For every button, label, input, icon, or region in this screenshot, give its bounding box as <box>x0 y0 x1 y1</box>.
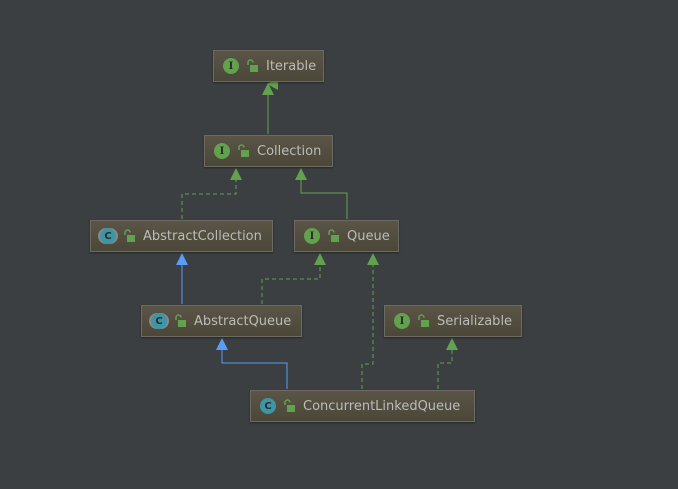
node-label: Queue <box>347 228 390 244</box>
node-iterable[interactable]: I Iterable <box>213 50 324 82</box>
arrow-head <box>216 338 228 350</box>
public-lock-icon <box>328 229 339 242</box>
public-lock-icon <box>175 314 186 327</box>
abstract-class-icon: C <box>151 313 167 329</box>
edge-clq-extends-abstractqueue <box>221 339 288 389</box>
public-lock-icon <box>418 314 429 327</box>
interface-icon: I <box>223 58 239 74</box>
node-label: AbstractQueue <box>194 313 292 329</box>
edge-clq-implements-serializable <box>437 339 453 389</box>
node-collection[interactable]: I Collection <box>204 135 333 167</box>
node-label: Collection <box>257 143 322 159</box>
edge-abstractqueue-implements-queue <box>261 254 321 304</box>
node-label: Iterable <box>266 58 317 74</box>
node-label: Serializable <box>437 313 513 329</box>
arrow-head <box>295 168 307 180</box>
public-lock-icon <box>247 59 258 72</box>
arrow-head <box>262 83 274 95</box>
node-label: ConcurrentLinkedQueue <box>303 398 461 414</box>
public-lock-icon <box>124 229 135 242</box>
public-lock-icon <box>284 399 295 412</box>
node-concurrent-linked-queue[interactable]: C ConcurrentLinkedQueue <box>250 390 475 422</box>
node-abstract-collection[interactable]: C AbstractCollection <box>90 220 273 252</box>
node-queue[interactable]: I Queue <box>294 220 399 252</box>
interface-icon: I <box>214 143 230 159</box>
node-label: AbstractCollection <box>143 228 262 244</box>
arrowheads <box>176 83 458 350</box>
abstract-class-icon: C <box>100 228 116 244</box>
arrow-head <box>176 253 188 265</box>
class-icon: C <box>260 398 276 414</box>
interface-icon: I <box>304 228 320 244</box>
interface-icon: I <box>394 313 410 329</box>
public-lock-icon <box>238 144 249 157</box>
edge-clq-implements-queue <box>361 254 374 389</box>
node-abstract-queue[interactable]: C AbstractQueue <box>141 305 302 337</box>
arrow-head <box>446 338 458 350</box>
arrow-head <box>230 168 242 180</box>
edge-abstractcollection-implements-collection <box>181 169 237 219</box>
arrow-head <box>367 253 379 265</box>
edge-queue-extends-collection <box>300 169 348 219</box>
arrow-head <box>314 253 326 265</box>
node-serializable[interactable]: I Serializable <box>384 305 522 337</box>
